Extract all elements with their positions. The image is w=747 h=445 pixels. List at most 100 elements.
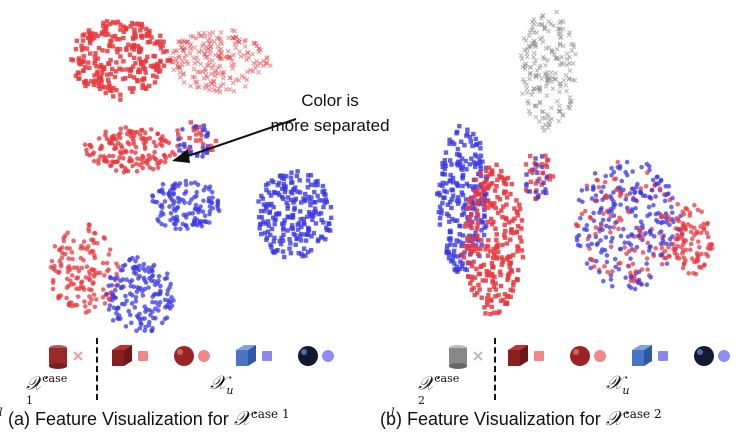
scatter-point-square: [315, 182, 320, 188]
scatter-point-square: [290, 213, 296, 218]
scatter-point-square: [442, 188, 447, 193]
scatter-point-circle: [107, 275, 113, 280]
scatter-point-square: [485, 205, 491, 210]
scatter-point-circle: [611, 169, 617, 175]
scatter-point-circle: [613, 220, 618, 226]
scatter-point-circle: [128, 283, 134, 289]
scatter-point-circle: [624, 193, 629, 198]
scatter-point-circle: [57, 247, 62, 253]
scatter-point-cross: [567, 101, 573, 107]
scatter-point-square: [461, 255, 467, 260]
scatter-point-square: [139, 21, 145, 27]
scatter-point-cross: [550, 86, 556, 92]
scatter-point-cross: [549, 79, 555, 85]
scatter-point-square: [471, 259, 476, 264]
scatter-point-square: [269, 245, 274, 250]
scatter-point-square: [519, 218, 525, 223]
scatter-point-square: [81, 54, 86, 59]
scatter-point-circle: [79, 279, 85, 285]
scatter-point-circle: [161, 191, 166, 196]
scatter-point-square: [285, 195, 291, 200]
scatter-point-circle: [653, 211, 659, 217]
scatter-point-square: [489, 298, 494, 303]
scatter-point-circle: [69, 273, 75, 278]
scatter-point-cross: [231, 88, 237, 94]
scatter-point-square: [495, 249, 501, 255]
scatter-point-square: [260, 196, 266, 201]
scatter-point-circle: [116, 264, 121, 270]
scatter-point-circle: [189, 197, 194, 202]
scatter-point-circle: [688, 229, 694, 235]
scatter-point-cross: [218, 36, 223, 42]
scatter-point-square: [131, 86, 136, 91]
scatter-point-circle: [705, 220, 710, 226]
scatter-point-square: [147, 83, 152, 89]
scatter-point-square: [469, 264, 475, 269]
scatter-point-square: [499, 262, 505, 267]
scatter-point-square: [468, 139, 473, 144]
scatter-point-cross: [215, 71, 221, 76]
scatter-point-square: [271, 239, 277, 244]
scatter-point-square: [449, 259, 454, 264]
scatter-point-square: [435, 191, 440, 197]
scatter-point-square: [510, 288, 516, 293]
scatter-point-square: [194, 153, 200, 158]
scatter-point-circle: [604, 194, 610, 199]
scatter-point-square: [113, 69, 119, 74]
scatter-point-square: [131, 55, 137, 61]
scatter-point-cross: [526, 101, 531, 106]
scatter-point-circle: [118, 278, 123, 284]
scatter-point-circle: [93, 297, 99, 302]
scatter-point-square: [295, 227, 301, 232]
scatter-point-cross: [213, 68, 219, 73]
scatter-point-circle: [66, 256, 72, 261]
scatter-point-square: [497, 309, 502, 314]
scatter-point-square: [458, 162, 463, 168]
scatter-point-circle: [604, 259, 610, 265]
scatter-point-circle: [699, 251, 704, 257]
scatter-point-square: [483, 247, 488, 252]
scatter-point-square: [281, 220, 287, 226]
scatter-point-square: [112, 74, 118, 80]
scatter-point-square: [320, 198, 326, 203]
scatter-point-square: [290, 191, 295, 196]
scatter-point-circle: [600, 197, 605, 203]
scatter-point-square: [297, 190, 303, 195]
scatter-point-cross: [545, 57, 551, 63]
scatter-point-circle: [77, 286, 82, 292]
scatter-point-square: [121, 35, 126, 41]
scatter-point-square: [93, 58, 98, 64]
scatter-point-square: [147, 39, 153, 45]
scatter-point-cross: [223, 87, 229, 92]
scatter-point-square: [307, 198, 313, 204]
scatter-point-cross: [207, 51, 213, 57]
scatter-point-square: [496, 293, 501, 298]
scatter-point-circle: [159, 143, 165, 149]
scatter-point-circle: [198, 204, 203, 209]
scatter-point-cross: [220, 76, 226, 81]
scatter-point-circle: [651, 234, 657, 239]
scatter-point-square: [187, 135, 192, 141]
scatter-point-square: [154, 61, 160, 67]
scatter-point-square: [154, 74, 159, 80]
scatter-point-circle: [637, 233, 642, 239]
scatter-point-square: [465, 215, 470, 220]
scatter-point-square: [205, 144, 211, 149]
scatter-point-circle: [117, 155, 122, 161]
scatter-point-circle: [601, 278, 606, 284]
scatter-point-circle: [205, 130, 211, 136]
scatter-point-circle: [156, 218, 161, 224]
scatter-point-square: [460, 192, 466, 198]
scatter-point-circle: [709, 246, 715, 251]
scatter-point-square: [285, 228, 290, 233]
scatter-point-square: [460, 183, 465, 189]
scatter-point-cross: [520, 77, 526, 82]
scatter-point-circle: [200, 128, 206, 133]
scatter-point-square: [293, 242, 298, 247]
scatter-point-square: [467, 244, 472, 249]
scatter-point-cross: [192, 61, 198, 66]
scatter-point-circle: [59, 255, 65, 261]
scatter-point-square: [106, 81, 111, 86]
scatter-point-circle: [691, 259, 697, 265]
scatter-point-circle: [112, 287, 118, 293]
